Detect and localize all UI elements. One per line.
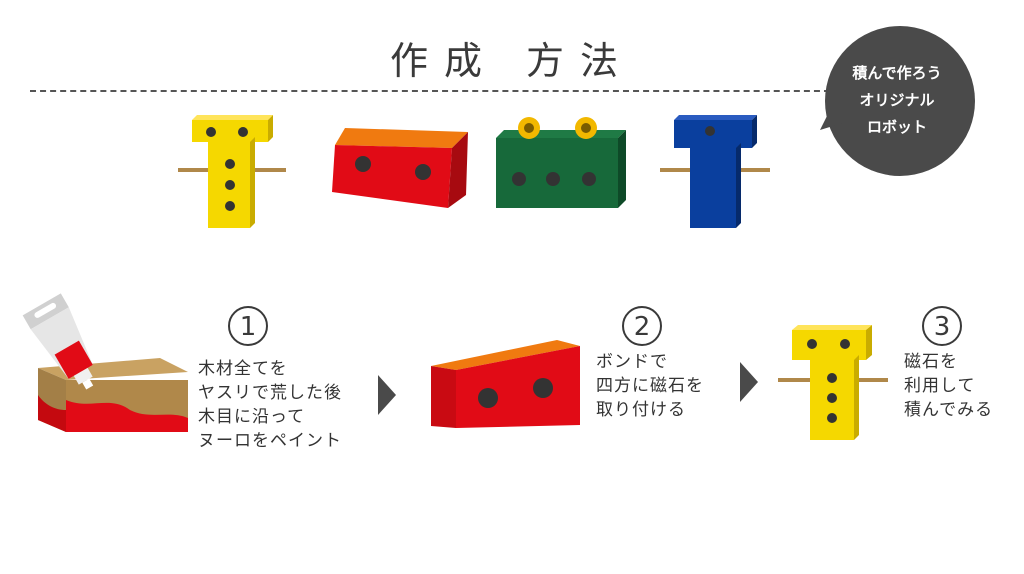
yellow-t-block xyxy=(178,115,286,228)
speech-bubble xyxy=(820,26,975,176)
step-line: ヤスリで荒した後 xyxy=(198,383,342,403)
speech-bubble-text: 積んで作ろう オリジナル ロボット xyxy=(832,60,962,141)
step-3-text: 磁石を 利用して 積んでみる xyxy=(904,350,993,422)
step-line: 積んでみる xyxy=(904,400,994,420)
bubble-line: ロボット xyxy=(866,118,927,136)
yellow-t-block-step3 xyxy=(778,325,888,440)
next-arrow-icon xyxy=(378,375,396,415)
step-number-1: 1 xyxy=(228,306,268,346)
step-line: 取り付ける xyxy=(596,400,686,420)
bubble-line: オリジナル xyxy=(859,91,935,109)
bubble-line: 積んで作ろう xyxy=(852,64,942,82)
step-line: 利用して xyxy=(904,376,976,396)
paint-tube-illustration xyxy=(22,293,188,432)
step-number-2: 2 xyxy=(622,306,662,346)
green-block xyxy=(496,117,626,208)
step-2-text: ボンドで 四方に磁石を 取り付ける xyxy=(596,350,704,422)
red-wedge-block xyxy=(332,128,468,208)
step-line: ボンドで xyxy=(596,352,668,372)
step-1-text: 木材全てを ヤスリで荒した後 木目に沿って ヌーロをペイント xyxy=(198,357,342,453)
step-line: ヌーロをペイント xyxy=(198,431,342,451)
step-line: 四方に磁石を xyxy=(596,376,704,396)
next-arrow-icon xyxy=(740,362,758,402)
page-title: 作成 方法 xyxy=(389,39,635,83)
dashed-divider xyxy=(30,90,830,92)
step-number-3: 3 xyxy=(922,306,962,346)
blue-t-block xyxy=(660,115,770,228)
step-line: 磁石を xyxy=(904,352,958,372)
red-wedge-step2 xyxy=(431,340,580,428)
step-line: 木材全てを xyxy=(198,359,288,379)
step-line: 木目に沿って xyxy=(198,407,306,427)
